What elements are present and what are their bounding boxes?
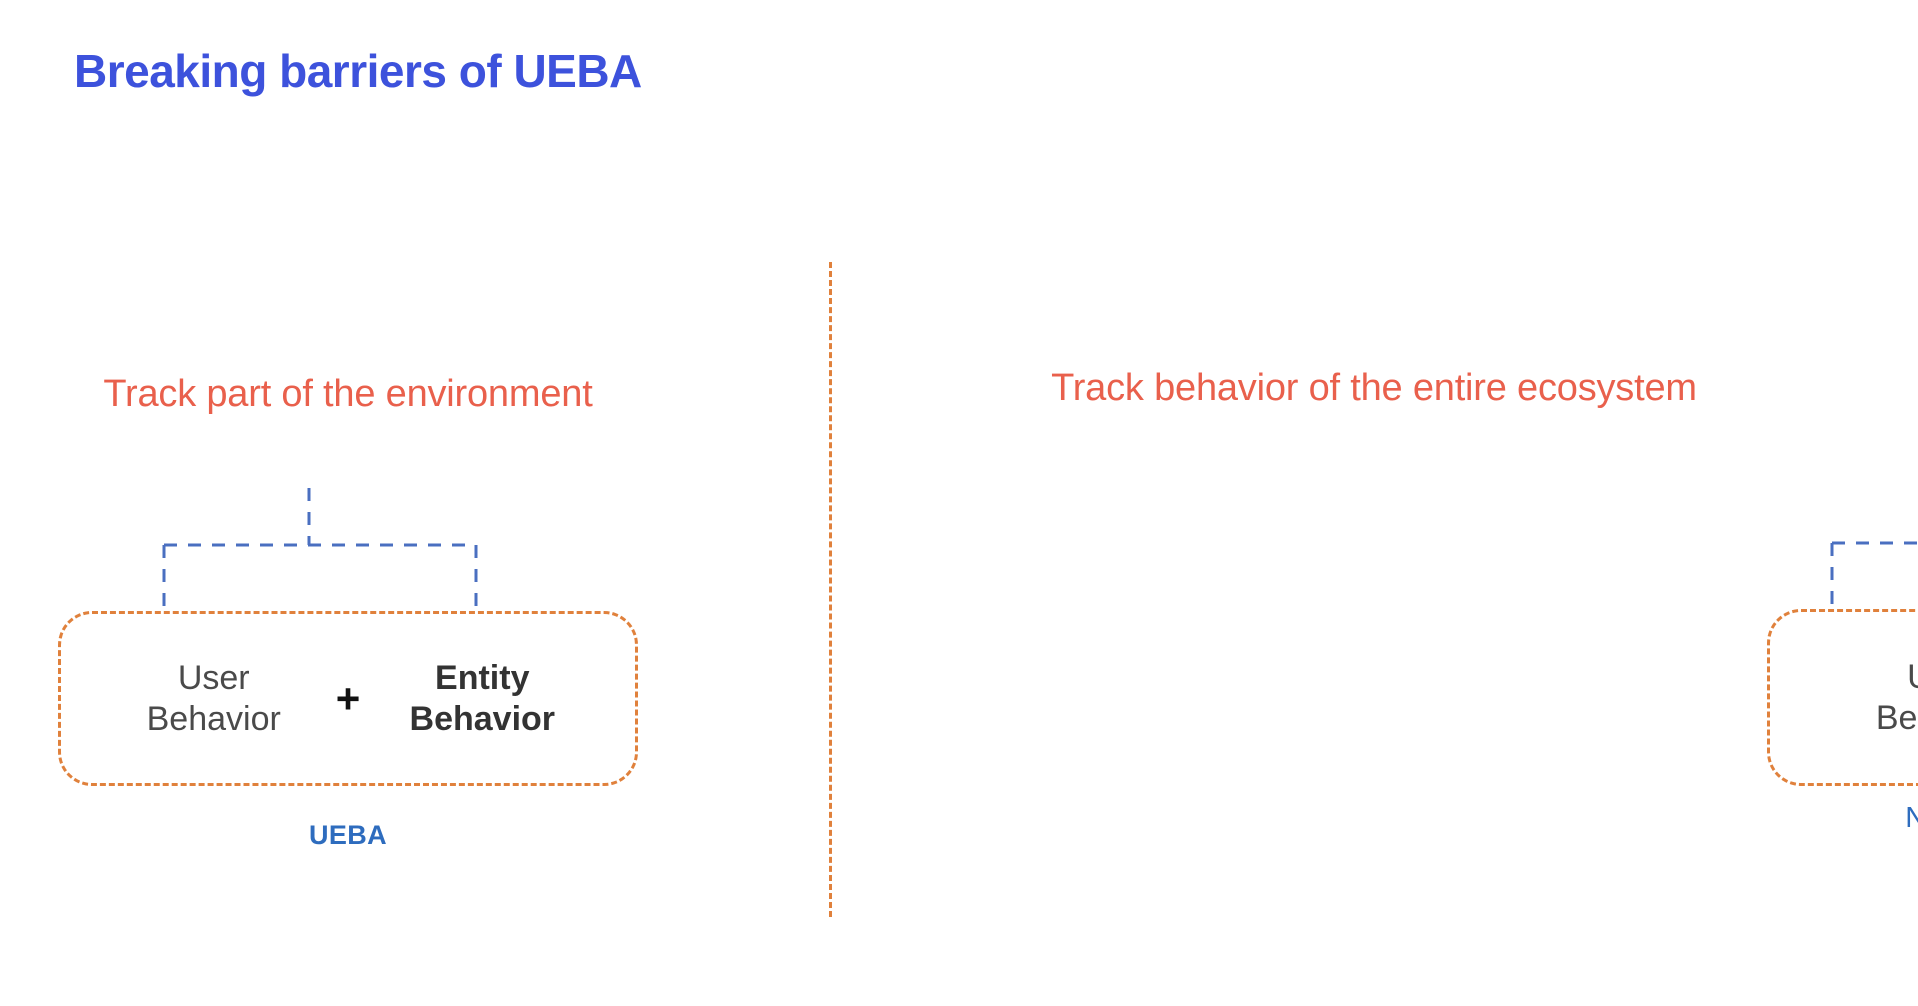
behavior-box-right: User Behavior + Entity Behavior + Attrib…: [1767, 609, 1918, 786]
term-list-left: User Behavior + Entity Behavior: [126, 658, 571, 738]
panel-right-heading: Track behavior of the entire ecosystem: [1051, 367, 1697, 409]
connector-tree-right: [1830, 541, 1918, 609]
term-list-right: User Behavior + Entity Behavior + Attrib…: [1854, 657, 1918, 737]
panel-divider: [829, 262, 832, 917]
behavior-box-left: User Behavior + Entity Behavior: [58, 611, 638, 786]
connector-tree-left: [162, 488, 478, 610]
term-entity-behavior: Entity Behavior: [409, 659, 556, 738]
plus-operator: +: [335, 674, 361, 722]
panel-left: Track part of the environment User Behav…: [0, 0, 830, 1006]
term-user-behavior: User Behavior: [146, 659, 281, 738]
panel-right-caption: New Behavioral Analytics: Situational aw…: [1905, 802, 1918, 834]
term-user-behavior: User Behavior: [1875, 658, 1918, 737]
panel-left-caption: UEBA: [308, 820, 388, 850]
panel-left-heading: Track part of the environment: [103, 373, 593, 415]
panel-right: Track behavior of the entire ecosystem U…: [830, 0, 1918, 1006]
page-title: Breaking barriers of UEBA: [74, 45, 642, 97]
